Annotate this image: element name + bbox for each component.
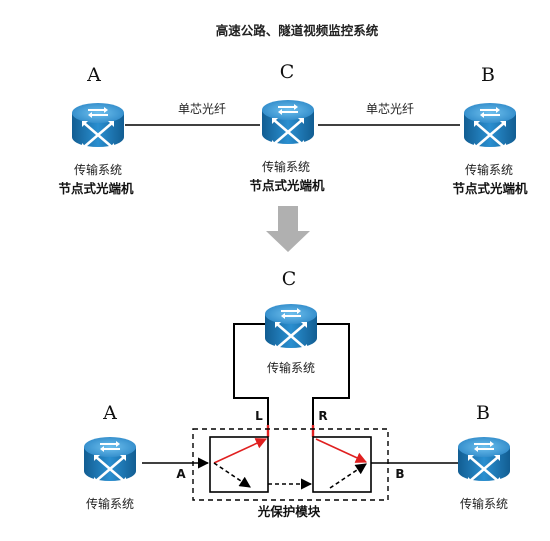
- c-wire-right: [312, 323, 350, 435]
- switch-box-left: [209, 436, 269, 493]
- top-node-c-caption: 传输系统: [262, 159, 310, 174]
- bottom-node-a-caption: 传输系统: [86, 496, 134, 511]
- bottom-node-c-device-icon: [263, 302, 319, 352]
- diagram-title: 高速公路、隧道视频监控系统: [216, 23, 379, 38]
- bottom-node-b-letter: B: [476, 402, 490, 424]
- top-node-c-device-icon: [260, 98, 316, 148]
- top-node-b-caption: 传输系统: [465, 162, 513, 177]
- port-r-label: R: [318, 409, 327, 423]
- top-node-b-subcaption: 节点式光端机: [452, 181, 528, 196]
- transition-arrow-icon: [266, 206, 310, 252]
- right-switch-standby-path: [329, 463, 367, 489]
- top-node-a-device-icon: [70, 101, 126, 151]
- left-switch-active-path: [213, 438, 268, 464]
- top-fiber-label-right: 单芯光纤: [366, 102, 414, 116]
- top-node-a-caption: 传输系统: [74, 162, 122, 177]
- protection-module-caption: 光保护模块: [257, 504, 321, 519]
- bottom-node-c-letter: C: [282, 268, 297, 290]
- protection-module-enclosure: [192, 428, 389, 501]
- port-l-label: L: [255, 409, 263, 423]
- top-node-a-subcaption: 节点式光端机: [58, 181, 134, 196]
- switch-box-right: [312, 436, 372, 493]
- port-b-label: B: [395, 467, 404, 481]
- bottom-node-a-device-icon: [82, 435, 138, 485]
- top-node-a-letter: A: [86, 64, 101, 86]
- top-node-b-letter: B: [481, 64, 495, 86]
- top-node-c-letter: C: [280, 61, 295, 83]
- bottom-node-b-device-icon: [456, 435, 512, 485]
- top-fiber-label-left: 单芯光纤: [178, 102, 226, 116]
- bottom-node-a-letter: A: [102, 402, 117, 424]
- right-switch-active-path: [315, 438, 368, 463]
- top-node-b-device-icon: [462, 101, 518, 151]
- c-wire-left: [233, 323, 269, 435]
- left-switch-standby-path: [213, 462, 251, 488]
- top-node-c-subcaption: 节点式光端机: [249, 178, 325, 193]
- bottom-node-c-caption: 传输系统: [267, 360, 315, 375]
- bottom-node-b-caption: 传输系统: [460, 496, 508, 511]
- port-a-label: A: [176, 467, 186, 481]
